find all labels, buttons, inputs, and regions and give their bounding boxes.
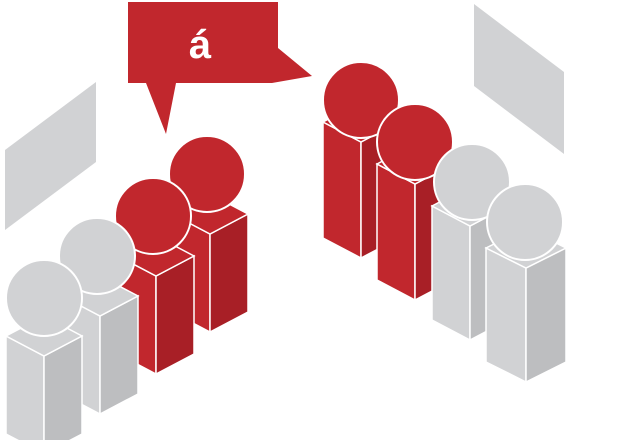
left-wall-panel	[5, 82, 96, 230]
wall-panels	[5, 4, 564, 230]
right-group-person-4-body-left	[485, 246, 527, 384]
speech-bubble: á	[128, 2, 312, 134]
right-group-person-4-head	[486, 183, 564, 261]
right-group-person-4-body-right	[525, 246, 567, 384]
right-group-person-3-body-left	[431, 204, 471, 342]
right-group	[321, 61, 568, 384]
left-group-person-1-head	[168, 135, 246, 213]
right-group-person-4	[484, 183, 568, 384]
right-group-person-1-body-left	[322, 120, 362, 260]
right-wall-panel	[474, 4, 564, 154]
right-group-person-3-head	[433, 143, 511, 221]
right-group-person-2-head	[376, 103, 454, 181]
left-group-person-4	[4, 259, 84, 440]
speech-bubble-text: á	[189, 23, 212, 67]
left-group-person-2-head	[114, 177, 192, 255]
left-group-person-4-head	[5, 259, 83, 337]
left-group-person-3-head	[58, 217, 136, 295]
right-group-person-2-body-left	[376, 162, 416, 302]
speech-bubble-shape	[128, 2, 312, 134]
right-group-person-1-head	[322, 61, 400, 139]
left-group	[4, 135, 250, 440]
